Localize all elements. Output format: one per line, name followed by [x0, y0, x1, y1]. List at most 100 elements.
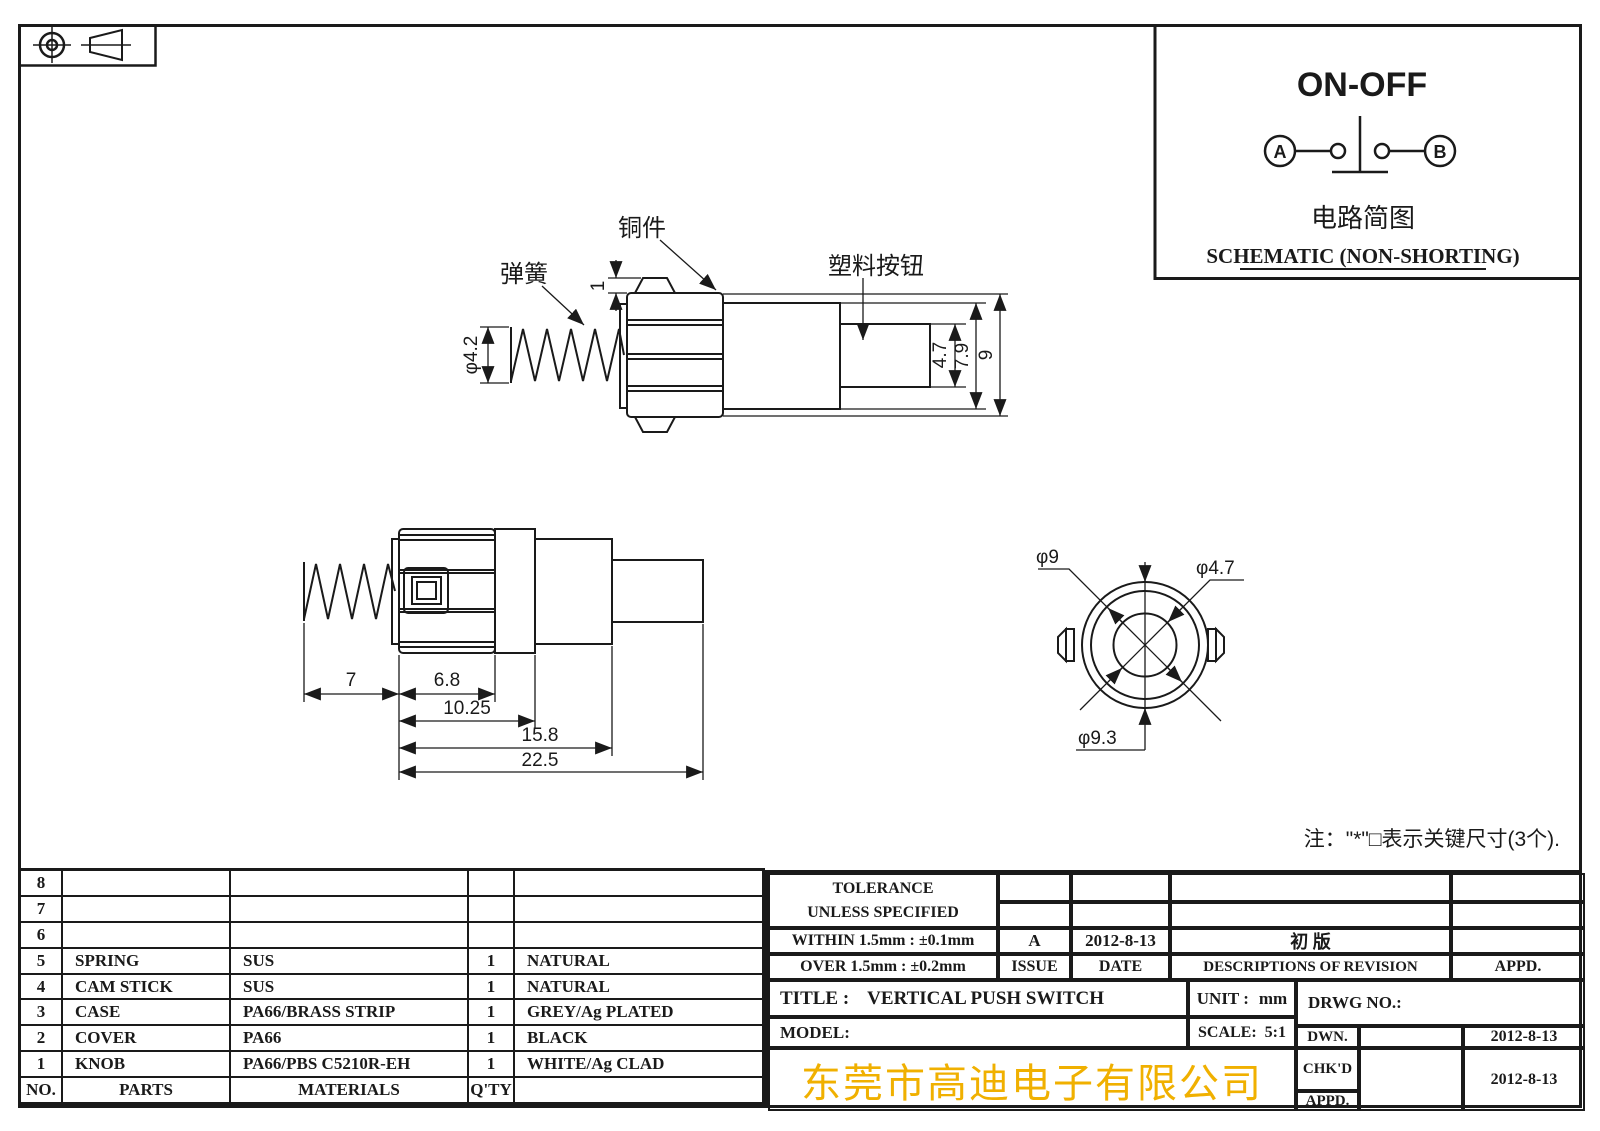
header-finish	[515, 1078, 756, 1102]
tolerance-over: OVER 1.5mm : ±0.2mm	[768, 954, 998, 980]
spring-side-view	[303, 562, 396, 621]
dim-spring-length: 7	[346, 670, 357, 691]
table-row: 5 SPRING SUS 1 NATURAL	[21, 948, 762, 975]
schematic-title: ON-OFF	[1297, 66, 1427, 104]
table-row: 6	[21, 922, 762, 949]
tolerance-header: TOLERANCE UNLESS SPECIFIED	[768, 873, 998, 928]
revision-issue-value: A	[998, 928, 1071, 954]
revision-description-value: 初 版	[1170, 928, 1451, 954]
table-row: 8	[21, 871, 762, 897]
header-parts: PARTS	[63, 1078, 231, 1103]
parts-table: 8 7 6 5 SPRING SUS 1 NATURAL	[18, 868, 765, 1105]
dim-body-length: 15.8	[522, 725, 559, 746]
dim-knob-dia: φ4.7	[1196, 558, 1235, 579]
revision-date-value: 2012-8-13	[1071, 928, 1170, 954]
dim-spring-dia: φ4.2	[461, 336, 482, 375]
revision-empty-cell	[1451, 902, 1585, 928]
table-row: 2 COVER PA66 1 BLACK	[21, 1026, 762, 1053]
revision-empty-cell	[1071, 902, 1170, 928]
company-name: 东莞市高迪电子有限公司	[768, 1048, 1296, 1111]
case-top-view	[619, 277, 724, 433]
drwg-no-cell: DRWG NO.:	[1296, 980, 1585, 1026]
front-view	[1038, 562, 1244, 751]
projection-cone-icon	[89, 28, 123, 62]
title-label: TITLE :	[780, 987, 850, 1009]
schematic-caption-cn: 电路简图	[1311, 203, 1415, 233]
schematic-box: ON-OFF A B 电路简图 SCHEMATIC (NON-SHORTING)	[1153, 24, 1582, 280]
chkd-signature-cell	[1359, 1048, 1463, 1111]
dwn-signature-cell	[1359, 1026, 1463, 1048]
left-tab	[1065, 628, 1075, 662]
revision-empty-cell	[1170, 902, 1451, 928]
revision-description-label: DESCRIPTIONS OF REVISION	[1170, 954, 1451, 980]
row-qty	[469, 871, 515, 895]
revision-empty-cell	[1170, 873, 1451, 902]
switch-symbol	[1263, 116, 1457, 174]
dwn-date: 2012-8-13	[1463, 1026, 1585, 1048]
dwn-label: DWN.	[1296, 1026, 1359, 1048]
button-top-view	[839, 323, 931, 388]
barrel-side-view	[534, 538, 613, 645]
cover-top-view	[722, 302, 841, 410]
revision-empty-cell	[1071, 873, 1170, 902]
title-value: VERTICAL PUSH SWITCH	[867, 987, 1105, 1009]
button-side-view	[611, 559, 704, 623]
dim-body-dia: φ9	[1036, 547, 1059, 568]
revision-empty-cell	[998, 902, 1071, 928]
top-side-view	[480, 239, 1008, 433]
dim-cover-height: 7.9	[952, 343, 973, 369]
tolerance-subtitle: UNLESS SPECIFIED	[807, 903, 959, 921]
side-view	[303, 528, 704, 780]
dim-overall-length: 22.5	[522, 750, 559, 771]
dim-mid-length: 10.25	[443, 698, 491, 719]
terminal-b-label: B	[1434, 142, 1447, 162]
row-finish	[515, 871, 756, 895]
header-no: NO.	[21, 1078, 63, 1103]
table-row: 7	[21, 896, 762, 923]
spring-label: 弹簧	[500, 261, 548, 288]
case-side-view	[391, 528, 496, 654]
table-row: 3 CASE PA66/BRASS STRIP 1 GREY/Ag PLATED	[21, 1000, 762, 1027]
chkd-label: CHK'D	[1296, 1048, 1359, 1091]
copper-part-label: 铜件	[618, 215, 666, 242]
revision-empty-cell	[1451, 873, 1585, 902]
tolerance-within: WITHIN 1.5mm : ±0.1mm	[768, 928, 998, 954]
revision-appd-value	[1451, 928, 1585, 954]
cover-side-view	[494, 528, 536, 654]
header-materials: MATERIALS	[231, 1078, 469, 1103]
terminal-a-label: A	[1274, 142, 1287, 162]
dim-overall-height: 9	[976, 350, 997, 361]
unit-label: UNIT :	[1196, 988, 1249, 1008]
revision-appd-label: APPD.	[1451, 954, 1585, 980]
appd-label: APPD.	[1296, 1091, 1359, 1111]
title-cell: TITLE : VERTICAL PUSH SWITCH	[768, 980, 1188, 1017]
tolerance-title: TOLERANCE	[832, 880, 934, 898]
header-qty: Q'TY	[469, 1078, 515, 1103]
parts-table-header-row: NO. PARTS MATERIALS Q'TY	[21, 1078, 762, 1103]
unit-cell: UNIT : mm	[1188, 980, 1296, 1017]
dim-outer-dia: φ9.3	[1078, 728, 1117, 749]
dim-lip: 1	[588, 281, 609, 292]
row-no: 8	[21, 871, 63, 895]
key-dimension-note: 注："*"□表示关键尺寸(3个).	[1304, 828, 1560, 851]
row-part	[63, 871, 231, 895]
spring-top-view	[510, 327, 625, 383]
title-block: TOLERANCE UNLESS SPECIFIED WITHIN 1.5mm …	[765, 870, 1585, 1111]
dim-case-length: 6.8	[434, 670, 460, 691]
projection-symbol	[18, 24, 157, 67]
plastic-button-label: 塑料按钮	[828, 253, 924, 280]
unit-value: mm	[1258, 988, 1288, 1008]
scale-value: 5:1	[1264, 1023, 1286, 1041]
scale-label: SCALE:	[1197, 1023, 1257, 1041]
chkd-date: 2012-8-13	[1463, 1048, 1585, 1111]
dim-button-height: 4.7	[930, 342, 951, 368]
revision-empty-cell	[998, 873, 1071, 902]
table-row: 4 CAM STICK SUS 1 NATURAL	[21, 974, 762, 1001]
schematic-caption-en: SCHEMATIC (NON-SHORTING)	[1206, 244, 1519, 268]
right-tab	[1207, 628, 1217, 662]
model-cell: MODEL:	[768, 1017, 1188, 1048]
scale-cell: SCALE: 5:1	[1188, 1017, 1296, 1048]
revision-issue-label: ISSUE	[998, 954, 1071, 980]
drawing-area: ON-OFF A B 电路简图 SCHEMATIC (NON-SHORTING)	[18, 24, 1582, 851]
